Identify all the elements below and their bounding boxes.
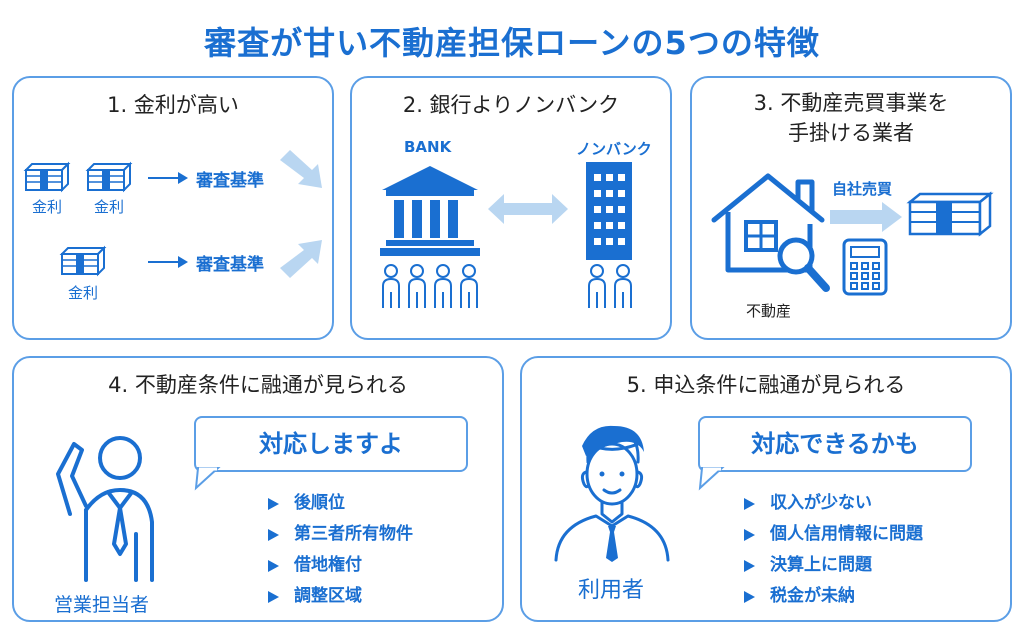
- list-item-label: 収入が少ない: [770, 493, 872, 513]
- card-title: 5. 申込条件に融通が見られる: [626, 373, 906, 397]
- nonbank-label: ノンバンク: [576, 140, 652, 158]
- triangle-bullet-icon: [744, 498, 755, 510]
- interest-label: 金利: [68, 284, 99, 302]
- salesperson-label: 営業担当者: [54, 594, 150, 616]
- person-icon: [408, 264, 426, 308]
- criteria-label: 審査基準: [196, 171, 264, 191]
- wide-arrow-icon: [830, 202, 902, 232]
- money-stack-icon: [85, 161, 133, 193]
- diagonal-arrow-icon: [280, 150, 322, 188]
- list-item-label: 調整区域: [294, 586, 362, 606]
- triangle-bullet-icon: [744, 529, 755, 541]
- card-title-line1: 3. 不動産売買事業を: [753, 91, 949, 115]
- property-condition-list: 後順位 第三者所有物件 借地権付 調整区域: [268, 488, 413, 612]
- card-title-line2: 手掛ける業者: [788, 121, 914, 145]
- list-item: 収入が少ない: [744, 488, 923, 519]
- interest-label: 金利: [94, 198, 125, 216]
- card-property-conditions: 4. 不動産条件に融通が見られる 営業担当者 対応しますよ 後順位 第三者所有物…: [12, 356, 504, 622]
- triangle-bullet-icon: [268, 591, 279, 603]
- real-estate-label: 不動産: [746, 302, 792, 320]
- bubble-tail: [194, 467, 221, 491]
- person-icon: [434, 264, 452, 308]
- card-title: 4. 不動産条件に融通が見られる: [108, 373, 408, 397]
- customer-icon: [554, 425, 670, 562]
- interest-label: 金利: [32, 198, 63, 216]
- double-arrow-icon: [488, 194, 568, 224]
- card-title: 1. 金利が高い: [107, 93, 239, 117]
- triangle-bullet-icon: [268, 560, 279, 572]
- person-icon: [460, 264, 478, 308]
- list-item-label: 税金が未納: [770, 586, 855, 606]
- list-item: 借地権付: [268, 550, 413, 581]
- salesperson-icon: [56, 436, 154, 582]
- arrow-right-icon: [148, 172, 188, 184]
- building-icon: [586, 162, 632, 260]
- list-item-label: 借地権付: [294, 555, 362, 575]
- money-stack-icon: [906, 191, 994, 237]
- list-item-label: 後順位: [294, 493, 345, 513]
- speech-bubble: 対応しますよ: [194, 416, 468, 472]
- triangle-bullet-icon: [744, 591, 755, 603]
- list-item: 後順位: [268, 488, 413, 519]
- list-item: 決算上に問題: [744, 550, 923, 581]
- list-item: 税金が未納: [744, 581, 923, 612]
- bubble-tail: [698, 467, 725, 491]
- list-item: 第三者所有物件: [268, 519, 413, 550]
- list-item-label: 決算上に問題: [770, 555, 872, 575]
- money-stack-icon: [23, 161, 71, 193]
- list-item: 個人信用情報に問題: [744, 519, 923, 550]
- person-icon: [382, 264, 400, 308]
- triangle-bullet-icon: [744, 560, 755, 572]
- card-high-interest: 1. 金利が高い 金利 金利 審査基準 金利 審査基準: [12, 76, 334, 340]
- person-icon: [588, 264, 606, 308]
- diagonal-arrow-icon: [280, 240, 322, 278]
- bank-label: BANK: [404, 138, 452, 156]
- list-item-label: 個人信用情報に問題: [770, 524, 923, 544]
- self-sale-label: 自社売買: [832, 180, 893, 198]
- money-stack-icon: [59, 245, 107, 277]
- magnifier-icon: [777, 237, 830, 292]
- arrow-right-icon: [148, 256, 188, 268]
- page-title: 審査が甘い不動産担保ローンの5つの特徴: [204, 24, 820, 62]
- speech-bubble: 対応できるかも: [698, 416, 972, 472]
- triangle-bullet-icon: [268, 498, 279, 510]
- list-item: 調整区域: [268, 581, 413, 612]
- card-real-estate-business: 3. 不動産売買事業を 手掛ける業者 不動産 自社売買: [690, 76, 1012, 340]
- calculator-icon: [842, 238, 888, 296]
- person-icon: [614, 264, 632, 308]
- criteria-label: 審査基準: [196, 255, 264, 275]
- application-condition-list: 収入が少ない 個人信用情報に問題 決算上に問題 税金が未納: [744, 488, 923, 612]
- triangle-bullet-icon: [268, 529, 279, 541]
- card-application-conditions: 5. 申込条件に融通が見られる 利用者 対応できるかも 収入が少ない 個人信用情…: [520, 356, 1012, 622]
- bank-icon: [380, 166, 480, 256]
- customer-label: 利用者: [578, 578, 645, 603]
- card-title: 2. 銀行よりノンバンク: [402, 93, 620, 117]
- card-nonbank: 2. 銀行よりノンバンク BANK ノンバンク: [350, 76, 672, 340]
- list-item-label: 第三者所有物件: [294, 524, 413, 544]
